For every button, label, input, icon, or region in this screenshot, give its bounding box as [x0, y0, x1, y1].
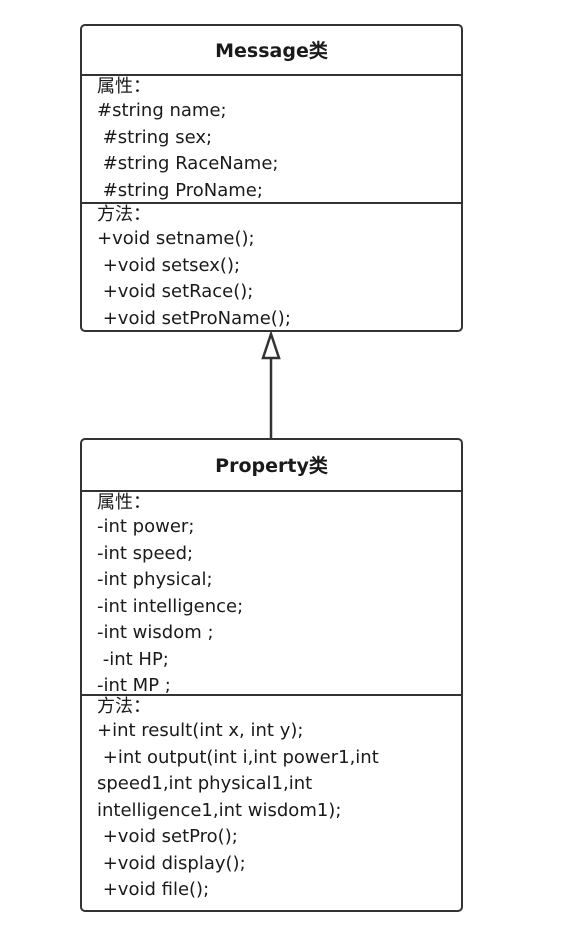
message-method: +void setsex();	[97, 254, 241, 276]
message-class-title: Message类	[82, 26, 461, 76]
property-attribute: -int power;	[97, 516, 195, 537]
property-attribute: -int MP ;	[97, 675, 171, 696]
message-attribute: #string sex;	[97, 126, 213, 148]
message-attribute: #string name;	[97, 100, 227, 121]
message-method: +void setRace();	[97, 281, 254, 302]
property-method: +void display();	[97, 852, 246, 874]
hollow-triangle-arrowhead-icon	[261, 330, 281, 360]
message-attributes-compartment: 属性： #string name; #string sex; #string R…	[82, 76, 461, 204]
message-attributes-heading: 属性：	[97, 76, 151, 97]
message-methods-heading: 方法：	[97, 204, 151, 225]
message-class-box: Message类 属性： #string name; #string sex; …	[80, 24, 463, 332]
message-attribute: #string RaceName;	[97, 153, 279, 174]
property-class-box: Property类 属性： -int power; -int speed; -i…	[80, 438, 463, 912]
message-method: +void setname();	[97, 228, 255, 249]
property-attributes-heading: 属性：	[97, 492, 151, 513]
message-methods-compartment: 方法： +void setname(); +void setsex(); +vo…	[82, 204, 461, 330]
property-methods-heading: 方法：	[97, 696, 151, 717]
property-method: +int result(int x, int y);	[97, 720, 304, 741]
message-method: +void setProName();	[97, 307, 291, 329]
property-attribute: -int speed;	[97, 542, 194, 564]
property-method: +void setPro();	[97, 826, 238, 847]
property-attribute: -int wisdom ;	[97, 622, 214, 643]
property-attributes-compartment: 属性： -int power; -int speed; -int physica…	[82, 492, 461, 696]
property-attribute: -int physical;	[97, 569, 213, 590]
property-attribute: -int intelligence;	[97, 595, 244, 617]
property-attribute: -int HP;	[97, 648, 169, 670]
property-methods-compartment: 方法： +int result(int x, int y); +int outp…	[82, 696, 461, 910]
message-attribute: #string ProName;	[97, 179, 263, 201]
property-method: +void file();	[97, 879, 210, 900]
property-class-title: Property类	[82, 440, 461, 492]
property-method: +int output(int i,int power1,int speed1,…	[97, 746, 385, 821]
